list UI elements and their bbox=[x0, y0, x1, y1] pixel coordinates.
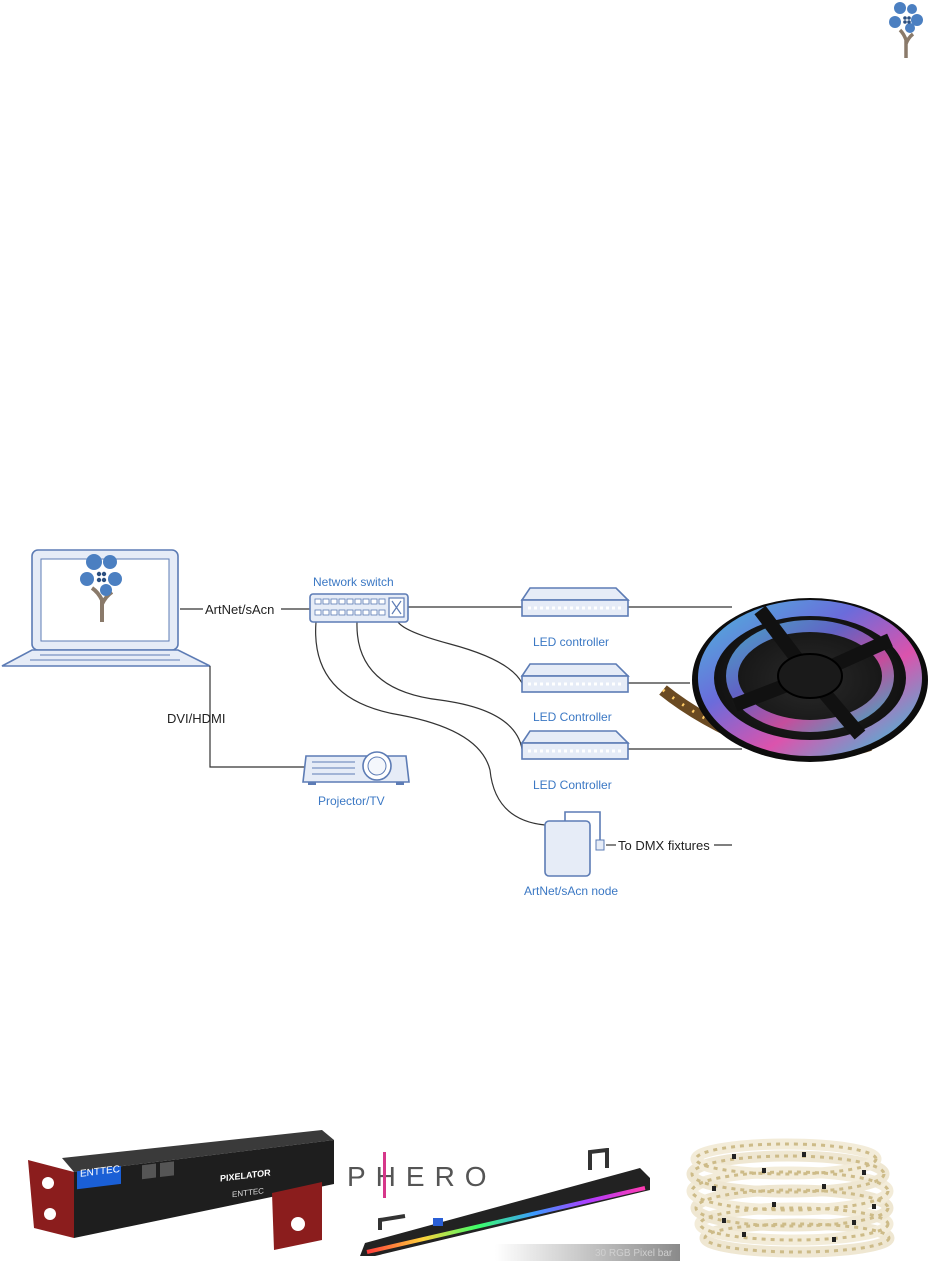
switch-to-controller-2-line bbox=[398, 622, 522, 683]
network-diagram: Network switch ArtNet/sAcn DVI/HDMI Proj… bbox=[0, 0, 937, 910]
controller-top bbox=[522, 664, 628, 676]
switch-cross-icon bbox=[389, 598, 404, 617]
bar-mount-left bbox=[380, 1216, 405, 1230]
bar-connector bbox=[433, 1218, 443, 1226]
artnet-node-label: ArtNet/sAcn node bbox=[524, 884, 618, 898]
controller-top bbox=[522, 588, 628, 600]
led-controller-1: LED controller bbox=[522, 588, 628, 649]
network-switch: Network switch bbox=[310, 575, 408, 622]
phero-pixel-bar-photo: PHERO 30 RGB Pixel bar bbox=[345, 1148, 680, 1261]
led-controller-2-label: LED Controller bbox=[533, 710, 612, 724]
phero-logo: PHERO bbox=[347, 1161, 497, 1192]
phero-logo-accent bbox=[383, 1152, 386, 1198]
artnet-node: ArtNet/sAcn node bbox=[524, 812, 618, 898]
rack-ear-right bbox=[272, 1182, 322, 1250]
laptop bbox=[2, 550, 210, 666]
laptop-base bbox=[2, 650, 210, 666]
dvi-link-label: DVI/HDMI bbox=[167, 711, 226, 726]
rack-ear-left bbox=[28, 1160, 74, 1238]
network-switch-label: Network switch bbox=[313, 575, 394, 589]
led-controller-3: LED Controller bbox=[522, 731, 628, 792]
node-body bbox=[545, 821, 590, 876]
node-port bbox=[596, 840, 604, 850]
led-strip-reel-photo bbox=[663, 598, 928, 762]
bar-mount-right bbox=[590, 1150, 607, 1170]
projector-label: Projector/TV bbox=[318, 794, 385, 808]
led-controller-2: LED Controller bbox=[522, 664, 628, 724]
enttec-pixelator-photo: ENTTEC PIXELATOR ENTTEC bbox=[22, 1128, 342, 1258]
projector-body bbox=[303, 756, 409, 782]
pixel-bar-caption: 30 RGB Pixel bar bbox=[595, 1248, 673, 1259]
artnet-link-label: ArtNet/sAcn bbox=[205, 602, 274, 617]
dmx-output-label: To DMX fixtures bbox=[618, 838, 710, 853]
led-controller-1-label: LED controller bbox=[533, 635, 609, 649]
controller-top bbox=[522, 731, 628, 743]
reel-hub bbox=[778, 654, 842, 698]
connections bbox=[180, 607, 742, 845]
projector: Projector/TV bbox=[303, 752, 409, 808]
led-controller-3-label: LED Controller bbox=[533, 778, 612, 792]
bar-light bbox=[367, 1188, 645, 1252]
white-led-strip-photo bbox=[682, 1138, 912, 1261]
